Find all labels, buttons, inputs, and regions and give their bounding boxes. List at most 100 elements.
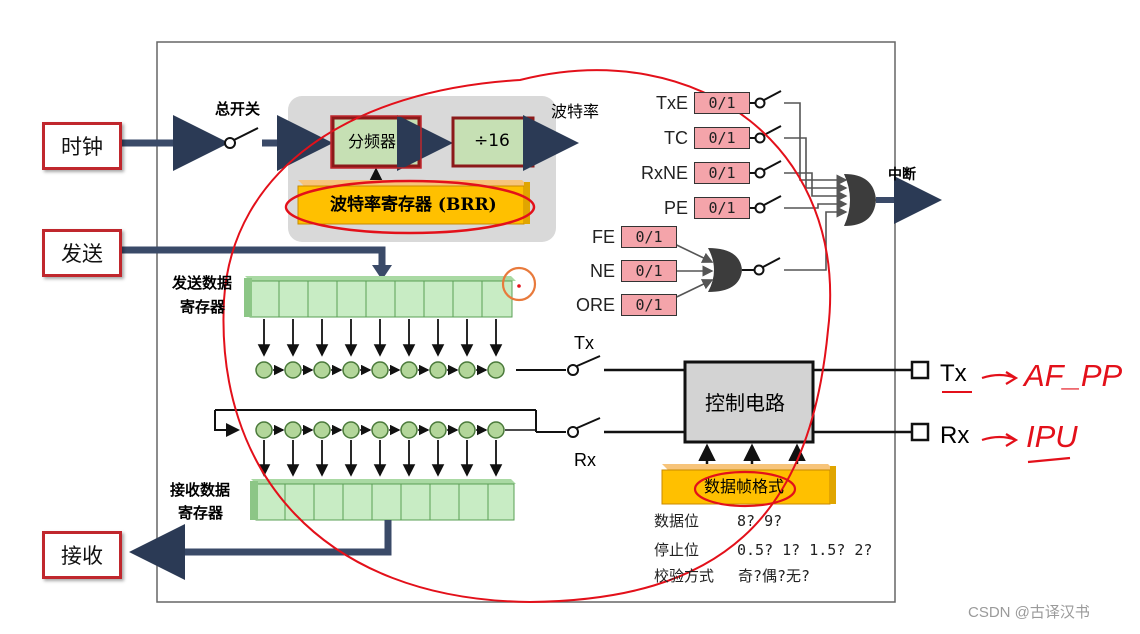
send-box: 发送 xyxy=(42,229,122,277)
flag-switch-blade xyxy=(763,195,782,206)
send-arrowhead xyxy=(372,265,392,280)
frame-format-box xyxy=(661,469,831,505)
divider-label: 分频器 xyxy=(348,132,397,151)
rx-register-label-2: 寄存器 xyxy=(178,504,224,522)
divider-red-highlight xyxy=(330,115,422,169)
frame-info-label: 数据位 xyxy=(654,512,700,530)
rx-shift-bit xyxy=(313,421,331,439)
master-switch-blade xyxy=(233,127,259,141)
flag-to-gate-line xyxy=(784,137,848,194)
ipu-underline xyxy=(1027,456,1071,464)
flag-value-rxne: 0/1 xyxy=(694,162,750,184)
flag-name-pe: PE xyxy=(663,198,688,218)
clock-box: 时钟 xyxy=(42,122,122,170)
rx-shift-bit xyxy=(458,421,476,439)
flag-switch-blade xyxy=(763,125,782,136)
control-circuit-box xyxy=(683,360,815,444)
flag-switch-pivot xyxy=(754,97,766,109)
flag-value-fe: 0/1 xyxy=(621,226,677,248)
control-circuit-label: 控制电路 xyxy=(705,391,785,415)
rx-shift-bit xyxy=(284,421,302,439)
flag-to-gate-line xyxy=(784,102,848,186)
flag-name-fe: FE xyxy=(591,227,615,247)
flag-name-ore: ORE xyxy=(575,295,615,315)
flag-name-rxne: RxNE xyxy=(640,163,688,183)
tx-pin-icon xyxy=(910,360,930,380)
flag-name-txe: TxE xyxy=(655,93,688,113)
brr-box xyxy=(297,185,525,225)
tx-shift-bit xyxy=(342,361,360,379)
brr-label: 波特率寄存器 (BRR) xyxy=(330,195,497,215)
flag-value-ne: 0/1 xyxy=(621,260,677,282)
error-or-gate xyxy=(708,248,742,292)
tx-shift-bit xyxy=(255,361,273,379)
receive-box: 接收 xyxy=(42,531,122,579)
interrupt-or-gate xyxy=(844,174,876,226)
flag-switch-pivot xyxy=(754,202,766,214)
clock-label: 时钟 xyxy=(61,135,103,159)
flag-name-tc: TC xyxy=(664,128,688,148)
flag-value-txe: 0/1 xyxy=(694,92,750,114)
flag-value-tc: 0/1 xyxy=(694,127,750,149)
rx-shift-bit xyxy=(342,421,360,439)
error-gate-to-main-gate xyxy=(820,206,848,271)
rx-feedback-line xyxy=(214,410,240,437)
rx-data-register xyxy=(250,479,516,521)
rx-shift-bit xyxy=(371,421,389,439)
rx-switch-pivot xyxy=(567,426,579,438)
frame-info-label: 停止位 xyxy=(654,541,700,559)
tx-shift-bit xyxy=(371,361,389,379)
flag-switch-blade xyxy=(763,160,782,171)
rx-switch-blade xyxy=(576,417,601,429)
tx-switch-blade xyxy=(576,355,601,367)
tx-data-register xyxy=(244,276,516,318)
rx-pin-icon xyxy=(910,422,930,442)
flag-to-gate-line xyxy=(784,198,848,210)
tx-switch-label: Tx xyxy=(574,333,594,353)
frame-info-value: 奇?偶?无? xyxy=(738,567,811,585)
rx-shift-bit xyxy=(487,421,505,439)
frame-format-red-ellipse xyxy=(693,470,797,508)
send-label: 发送 xyxy=(61,242,103,266)
rx-red-arrow xyxy=(981,433,1019,447)
flag-value-pe: 0/1 xyxy=(694,197,750,219)
interrupt-label: 中断 xyxy=(888,167,916,183)
rx-mode-annotation: IPU xyxy=(1026,419,1078,454)
tx-shift-bit xyxy=(429,361,447,379)
receive-label: 接收 xyxy=(61,544,103,568)
frame-info-value: 8? 9? xyxy=(737,512,783,530)
rx-pin-label: Rx xyxy=(940,422,970,449)
brr-box-side xyxy=(524,182,530,224)
div16-box xyxy=(451,116,535,168)
orange-cursor-circle xyxy=(501,266,537,302)
brr-red-ellipse xyxy=(284,179,536,235)
watermark: CSDN @古译汉书 xyxy=(968,604,1090,621)
flag-name-ne: NE xyxy=(589,261,615,281)
tx-register-label-2: 寄存器 xyxy=(180,298,226,316)
rx-shift-bit xyxy=(255,421,273,439)
frame-info-value: 0.5? 1? 1.5? 2? xyxy=(737,541,873,559)
frame-info-label: 校验方式 xyxy=(654,567,715,585)
frame-format-box-top xyxy=(662,464,834,470)
rx-switch-label: Rx xyxy=(574,450,596,470)
flag-switch-blade xyxy=(763,90,782,101)
tx-switch-pivot xyxy=(567,364,579,376)
flag-to-gate-line xyxy=(784,172,848,202)
frame-format-label: 数据帧格式 xyxy=(704,477,785,496)
tx-red-arrow xyxy=(981,371,1019,385)
baud-rate-label: 波特率 xyxy=(551,102,600,121)
tx-shift-bit xyxy=(284,361,302,379)
receive-arrow xyxy=(129,520,392,580)
tx-shift-bit xyxy=(487,361,505,379)
rx-shift-bit xyxy=(400,421,418,439)
flag-switch-pivot xyxy=(754,167,766,179)
tx-shift-bit xyxy=(458,361,476,379)
tx-shift-bit xyxy=(313,361,331,379)
tx-pin-label: Tx xyxy=(940,360,967,387)
send-arrow xyxy=(120,246,386,268)
tx-register-label-1: 发送数据 xyxy=(172,274,233,292)
tx-shift-bit xyxy=(400,361,418,379)
flag-value-ore: 0/1 xyxy=(621,294,677,316)
master-switch-label: 总开关 xyxy=(215,100,261,118)
